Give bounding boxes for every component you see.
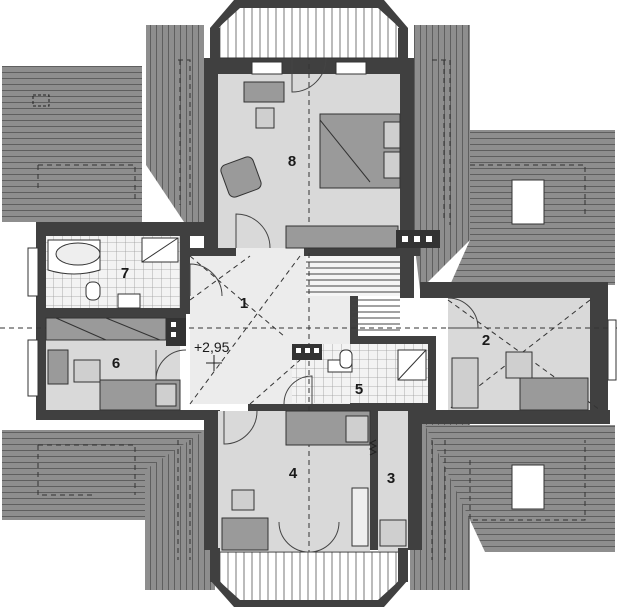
bay-window-north	[210, 0, 408, 75]
roof-sw-valley	[145, 430, 215, 590]
roof-west-lower	[2, 430, 215, 520]
side-windows	[27, 247, 617, 397]
room-number-1: 1	[240, 295, 248, 312]
room-number-8: 8	[288, 153, 296, 170]
room-number-6: 6	[112, 355, 120, 372]
room-number-2: 2	[482, 332, 490, 349]
roof-ne-valley	[414, 25, 470, 290]
furniture	[45, 81, 589, 551]
stairs	[306, 256, 400, 296]
walls	[36, 58, 610, 550]
skylight-se	[511, 464, 545, 510]
room-number-4: 4	[289, 465, 298, 482]
roof-dashed-outlines	[37, 59, 586, 560]
roof-nw-valley	[146, 25, 204, 228]
chimney-w	[32, 94, 50, 107]
room-number-3: 3	[387, 470, 395, 487]
room-labels: 1 2 3 4 5 6 7 8 +2,95	[112, 153, 490, 487]
room-number-7: 7	[121, 265, 129, 282]
doors	[155, 57, 479, 553]
bay-window-south	[210, 548, 408, 607]
room-number-5: 5	[355, 381, 363, 398]
roof-west-upper	[2, 66, 142, 222]
level-label: +2,95	[194, 339, 230, 355]
skylight-ne	[511, 179, 545, 225]
stair-steps	[306, 261, 400, 331]
level-marker	[206, 355, 222, 371]
